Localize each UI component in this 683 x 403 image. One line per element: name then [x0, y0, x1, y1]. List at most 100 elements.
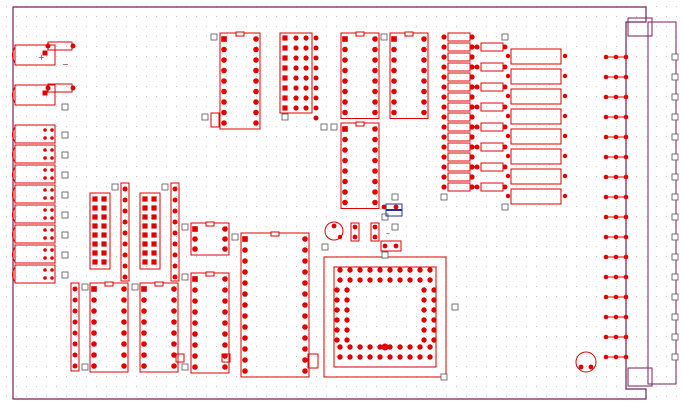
- grid-dot: [586, 186, 587, 187]
- pad: [50, 216, 54, 220]
- grid-dot: [46, 396, 47, 397]
- via-pad: [320, 123, 328, 131]
- pad: [303, 85, 309, 91]
- grid-dot: [176, 66, 177, 67]
- ic-u7-pin: [171, 308, 177, 314]
- grid-dot: [476, 116, 477, 117]
- edge-pad: [671, 233, 679, 241]
- grid-dot: [606, 146, 607, 147]
- grid-dot: [496, 286, 497, 287]
- grid-dot: [276, 106, 277, 107]
- grid-dot: [366, 336, 367, 337]
- grid-dot: [576, 216, 577, 217]
- grid-dot: [346, 286, 347, 287]
- grid-dot: [286, 336, 287, 337]
- grid-dot: [466, 306, 467, 307]
- ic-u1-pin: [253, 109, 259, 116]
- grid-dot: [536, 286, 537, 287]
- grid-dot: [566, 396, 567, 397]
- grid-dot: [556, 16, 557, 17]
- grid-dot: [386, 276, 387, 277]
- pad: [43, 276, 47, 280]
- grid-dot: [456, 296, 457, 297]
- grid-dot: [596, 286, 597, 287]
- grid-dot: [126, 136, 127, 137]
- pad: [474, 84, 480, 90]
- jumper: [221, 353, 231, 363]
- grid-dot: [296, 306, 297, 307]
- grid-dot: [506, 346, 507, 347]
- grid-dot: [456, 16, 457, 17]
- grid-dot: [146, 26, 147, 27]
- grid-dot: [326, 366, 327, 367]
- pad: [303, 65, 309, 71]
- pad: [172, 208, 178, 214]
- grid-dot: [356, 206, 357, 207]
- grid-dot: [356, 386, 357, 387]
- grid-dot: [366, 166, 367, 167]
- grid-dot: [406, 146, 407, 147]
- grid-dot: [636, 196, 637, 197]
- grid-dot: [96, 116, 97, 117]
- grid-dot: [116, 306, 117, 307]
- grid-dot: [116, 106, 117, 107]
- grid-dot: [456, 56, 457, 57]
- grid-dot: [546, 96, 547, 97]
- grid-dot: [426, 126, 427, 127]
- grid-dot: [336, 306, 337, 307]
- via-pad: [330, 123, 338, 131]
- grid-dot: [246, 136, 247, 137]
- grid-dot: [436, 96, 437, 97]
- grid-dot: [356, 146, 357, 147]
- grid-dot: [136, 116, 137, 117]
- grid-dot: [86, 296, 87, 297]
- grid-dot: [416, 156, 417, 157]
- grid-dot: [536, 366, 537, 367]
- grid-dot: [406, 296, 407, 297]
- grid-dot: [346, 336, 347, 337]
- grid-dot: [306, 366, 307, 367]
- grid-dot: [236, 96, 237, 97]
- grid-dot: [46, 156, 47, 157]
- grid-dot: [536, 66, 537, 67]
- grid-dot: [296, 116, 297, 117]
- grid-dot: [586, 386, 587, 387]
- grid-dot: [236, 86, 237, 87]
- grid-dot: [426, 356, 427, 357]
- pad: [431, 297, 437, 303]
- edge-pad: [671, 133, 679, 141]
- grid-dot: [546, 46, 547, 47]
- grid-dot: [586, 106, 587, 107]
- pad: [72, 297, 78, 303]
- grid-dot: [116, 236, 117, 237]
- grid-dot: [646, 126, 647, 127]
- grid-dot: [616, 36, 617, 37]
- grid-dot: [346, 156, 347, 157]
- grid-dot: [536, 46, 537, 47]
- grid-dot: [476, 386, 477, 387]
- grid-dot: [336, 176, 337, 177]
- grid-dot: [506, 236, 507, 237]
- grid-dot: [476, 196, 477, 197]
- grid-dot: [236, 386, 237, 387]
- ic-u6-pin: [121, 297, 127, 303]
- grid-dot: [36, 226, 37, 227]
- grid-dot: [496, 246, 497, 247]
- grid-dot: [16, 106, 17, 107]
- grid-dot: [186, 36, 187, 37]
- grid-dot: [306, 126, 307, 127]
- grid-dot: [256, 286, 257, 287]
- grid-dot: [406, 286, 407, 287]
- grid-dot: [436, 46, 437, 47]
- grid-dot: [296, 296, 297, 297]
- grid-dot: [286, 176, 287, 177]
- grid-dot: [536, 176, 537, 177]
- pad: [347, 354, 353, 360]
- grid-dot: [56, 196, 57, 197]
- grid-dot: [6, 316, 7, 317]
- grid-dot: [356, 136, 357, 137]
- grid-dot: [336, 96, 337, 97]
- grid-dot: [46, 16, 47, 17]
- grid-dot: [466, 396, 467, 397]
- grid-dot: [456, 146, 457, 147]
